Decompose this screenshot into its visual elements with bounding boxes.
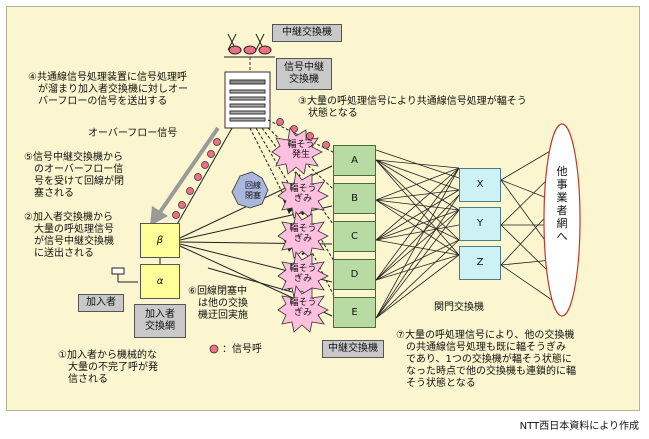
note-2: ②加入者交換機から 大量の呼処理信号 が信号中継交換機 に送出される <box>24 212 114 259</box>
burst-label-c: 輻そう ぎみ <box>289 224 317 244</box>
gateway-switch-label: 関門交換機 <box>434 302 484 313</box>
other-network-ellipse <box>543 123 581 317</box>
gateway-x: X <box>459 168 501 202</box>
signal-relay-switch-label: 信号中継 交換機 <box>276 58 332 90</box>
relay-switch-icon <box>224 33 275 58</box>
note-1: ①加入者から機械的な 大量の不完了呼が発 信される <box>58 350 158 385</box>
mesh-links <box>375 149 460 319</box>
note-6: ⑥回線閉塞中 は他の交換 機迂回実施 <box>188 286 248 321</box>
relay-switch-top-label: 中継交換機 <box>272 24 342 42</box>
relay-switch-bottom-label: 中継交換機 <box>322 340 384 358</box>
note-3: ③大量の呼処理信号により共通線信号処理が輻そう 状態となる <box>298 96 527 119</box>
signal-relay-device-icon <box>224 71 271 129</box>
note-7: ⑦大量の呼処理信号により、他の交換機 の共通線信号処理も既に輻そうぎみ であり、… <box>396 330 576 389</box>
overflow-signal-label: オーバーフロー信号 <box>88 128 178 139</box>
burst-label-a: 輻そう 発生 <box>287 140 315 160</box>
burst-label-d: 輻そう ぎみ <box>289 264 317 284</box>
overflow-arrow-icon <box>150 126 220 226</box>
trunk-e: E <box>333 297 376 328</box>
burst-label-b: 輻そう ぎみ <box>289 184 317 204</box>
subscriber-network-label: 加入者 交換網 <box>134 304 186 338</box>
circuit-block-label: 回線 閉塞 <box>245 181 261 200</box>
note-4: ④共通線信号処理装置に信号処理呼 が溜まり加入者交換機に対しオー バーフローの信… <box>28 72 188 107</box>
signal-call-legend-icon <box>209 344 219 354</box>
note-5: ⑤信号中継交換機から のオーバーフロー信 号を受けて回線が閉 塞される <box>24 152 124 199</box>
signal-call-legend-label: ：信号呼 <box>222 344 262 355</box>
node-alpha: α <box>140 264 180 299</box>
gateway-z: Z <box>459 246 501 280</box>
gateway-y: Y <box>459 207 501 241</box>
congestion-bursts <box>271 127 329 333</box>
signal-dots <box>172 118 330 219</box>
source-credit: NTT西日本資料により作成 <box>519 421 639 432</box>
node-beta: β <box>140 223 180 258</box>
subscriber-label: 加入者 <box>78 294 124 312</box>
burst-label-e: 輻そう ぎみ <box>289 298 317 318</box>
trunk-column <box>333 145 376 328</box>
circuit-block-shape <box>231 171 269 209</box>
other-network-label: 他事業者網へ <box>556 165 568 243</box>
